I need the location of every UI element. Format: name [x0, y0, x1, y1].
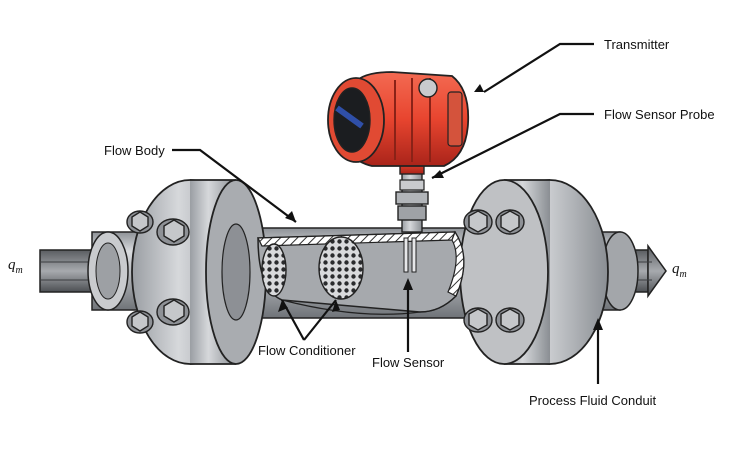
flow-conditioner-label: Flow Conditioner	[258, 343, 356, 358]
bolt-nut-icon	[156, 298, 190, 326]
bolt-nut-icon	[495, 209, 525, 235]
qm-main: q	[672, 261, 680, 277]
flow-body-leader	[172, 148, 297, 223]
flow-sensor-element	[403, 237, 417, 273]
mass-flow-symbol-outlet: qm	[672, 262, 687, 280]
bolt-nut-icon	[463, 307, 493, 333]
right-flange-bolts	[463, 209, 525, 333]
leader-arrowheads	[278, 84, 603, 330]
flow-body-label: Flow Body	[104, 143, 165, 158]
transmitter-leader	[483, 42, 594, 93]
arrowhead-icon	[285, 211, 296, 222]
arrowhead-icon	[278, 300, 288, 312]
arrowhead-icon	[332, 300, 340, 312]
bolt-nut-icon	[126, 310, 154, 334]
transmitter-housing	[327, 71, 470, 175]
process-fluid-conduit-label: Process Fluid Conduit	[529, 393, 657, 408]
flow-sensor-label: Flow Sensor	[372, 355, 445, 370]
right-flange	[459, 179, 609, 365]
flow-conditioner-leader-2	[303, 299, 337, 341]
bolt-nut-icon	[156, 218, 190, 246]
qm-main: q	[8, 257, 16, 273]
arrowhead-icon	[474, 84, 484, 92]
qm-sub: m	[679, 269, 687, 280]
transmitter-label: Transmitter	[604, 37, 670, 52]
flow-sensor-probe-label: Flow Sensor Probe	[604, 107, 715, 122]
sensor-probe-stem	[395, 171, 429, 233]
leader-lines	[172, 42, 600, 384]
flow-sensor-probe-leader	[431, 112, 594, 179]
bolt-nut-icon	[126, 210, 154, 234]
qm-sub: m	[15, 265, 23, 276]
left-flange-bolts	[126, 210, 190, 334]
arrowhead-icon	[432, 170, 444, 178]
flow-conditioner-plates	[261, 236, 364, 300]
arrowhead-icon	[403, 278, 413, 290]
left-flange	[131, 179, 267, 365]
bolt-nut-icon	[463, 209, 493, 235]
bolt-nut-icon	[495, 307, 525, 333]
arrowhead-icon	[593, 318, 603, 330]
mass-flow-symbol-inlet: qm	[8, 258, 23, 276]
